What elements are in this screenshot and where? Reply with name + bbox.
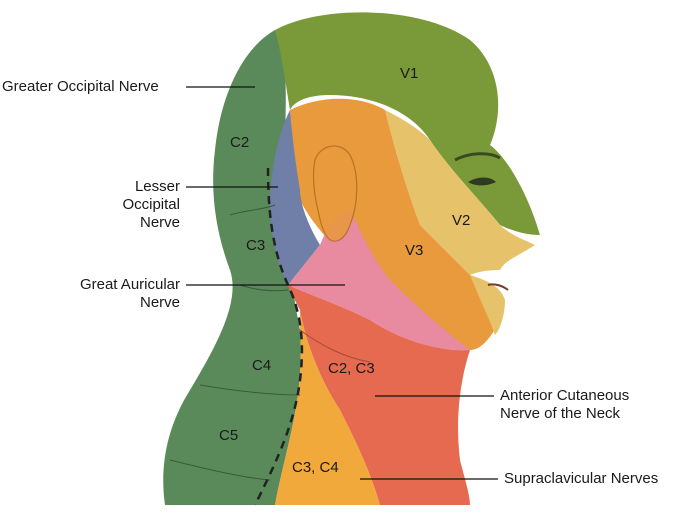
label-line: Nerve bbox=[139, 294, 180, 311]
supraclavicular-label: Supraclavicular Nerves bbox=[504, 470, 659, 487]
lesser-occipital-label: Lesser Occipital Nerve bbox=[100, 178, 180, 232]
anterior-cutaneous-label: Anterior Cutaneous Nerve of the Neck bbox=[500, 387, 629, 423]
zone-c4: C4 bbox=[252, 357, 272, 374]
supraclavicular-region bbox=[275, 310, 380, 505]
zone-v1: V1 bbox=[400, 65, 419, 82]
dermatome-line bbox=[169, 459, 271, 481]
zone-v2: V2 bbox=[452, 212, 471, 229]
chin-region bbox=[470, 275, 505, 335]
posterior-green-region bbox=[163, 30, 301, 505]
v1-face-region bbox=[430, 140, 540, 235]
label-line: Lesser bbox=[134, 178, 180, 195]
zone-c3-c4: C3, C4 bbox=[292, 459, 339, 476]
ear bbox=[312, 145, 358, 242]
dermatome-line bbox=[199, 384, 301, 396]
eye bbox=[468, 177, 496, 186]
zone-c5: C5 bbox=[219, 427, 239, 444]
label-line: Nerve of the Neck bbox=[500, 405, 621, 422]
anterior-cutaneous-region bbox=[288, 285, 470, 505]
label-line: Nerve bbox=[139, 214, 180, 231]
great-auricular-region bbox=[288, 210, 470, 351]
dermatome-line bbox=[299, 329, 371, 363]
zone-c3-posterior: C3 bbox=[246, 237, 266, 254]
dermatome-line bbox=[239, 284, 289, 292]
lesser-occipital-region bbox=[270, 110, 320, 285]
eyebrow bbox=[454, 152, 501, 162]
dermatome-line bbox=[229, 204, 276, 216]
label-line: Great Auricular bbox=[79, 276, 180, 293]
mouth bbox=[487, 283, 509, 291]
greater-occipital-label: Greater Occipital Nerve bbox=[2, 78, 159, 95]
zone-c2-posterior: C2 bbox=[230, 134, 250, 151]
great-auricular-label: Great Auricular Nerve bbox=[40, 276, 180, 312]
label-line: Anterior Cutaneous bbox=[500, 387, 630, 404]
v1-region bbox=[275, 12, 499, 162]
dashed-boundary bbox=[253, 167, 304, 506]
v2-region bbox=[385, 110, 535, 275]
zone-c2-c3: C2, C3 bbox=[328, 360, 375, 377]
zone-v3: V3 bbox=[405, 242, 424, 259]
label-line: Occipital bbox=[122, 196, 180, 213]
